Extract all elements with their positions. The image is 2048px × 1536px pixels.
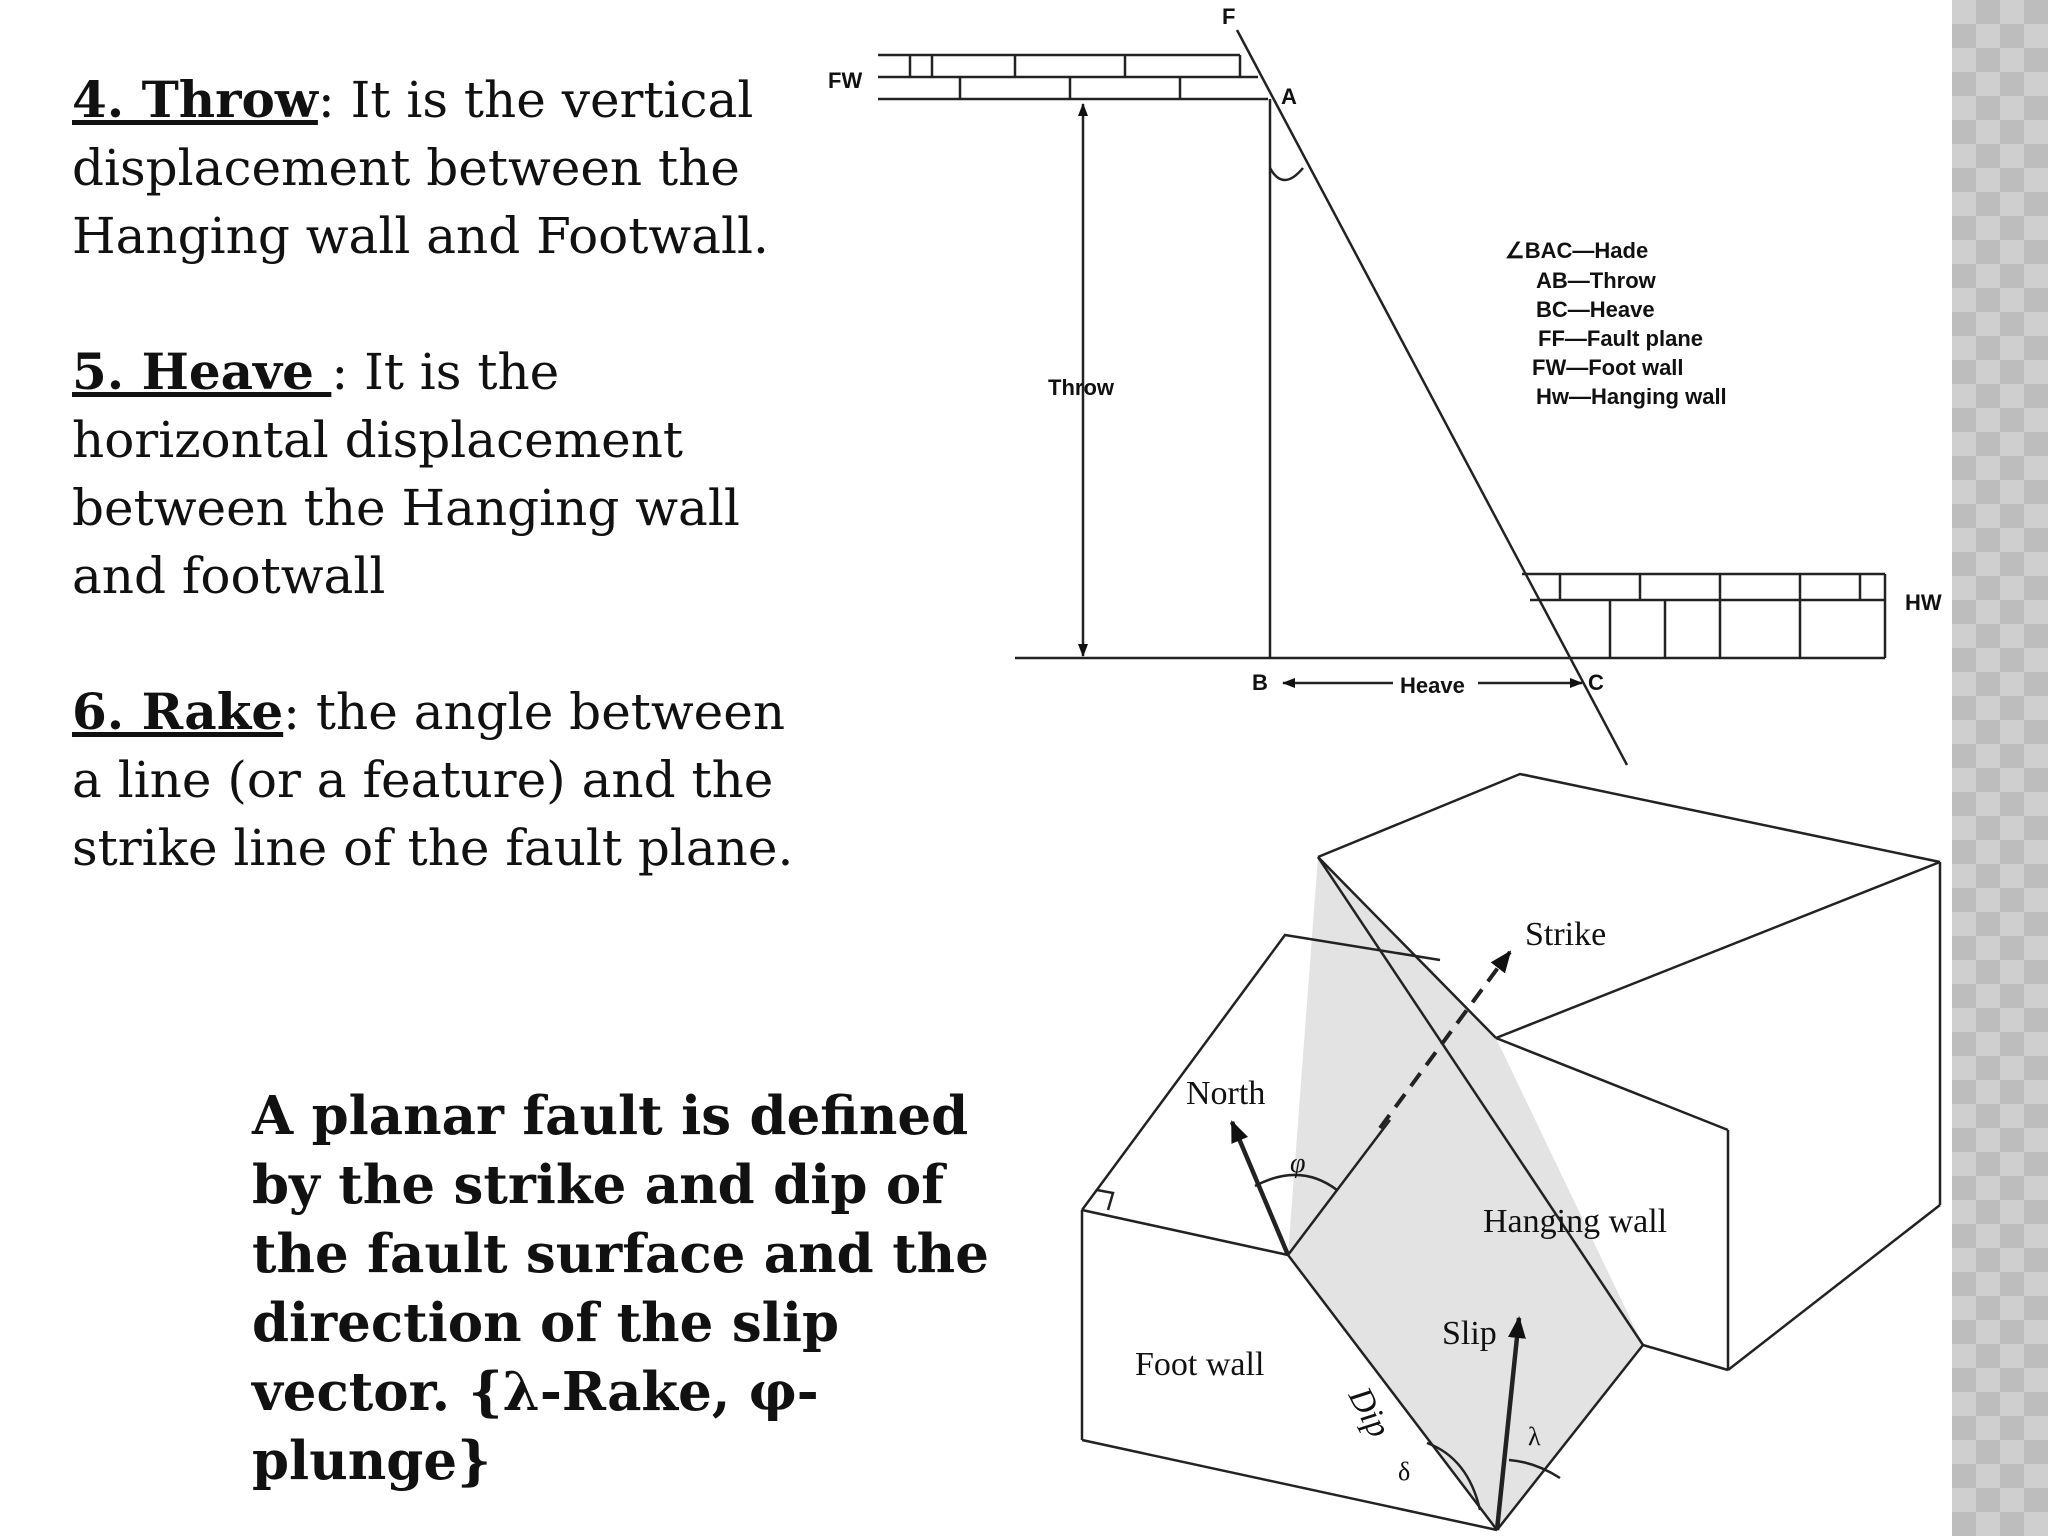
label-phi: φ <box>1290 1148 1306 1179</box>
label-hanging-wall: Hanging wall <box>1483 1203 1667 1240</box>
label-dip: Dip <box>1340 1381 1397 1444</box>
legend-hanging-wall: Hw—Hanging wall <box>1536 384 1727 409</box>
term-throw: 4. Throw <box>72 70 318 129</box>
label-delta: δ <box>1398 1457 1410 1486</box>
footwall-block <box>1080 933 1498 1532</box>
label-c: C <box>1588 670 1604 695</box>
footwall-bricks <box>878 53 1268 101</box>
north-arrow <box>1229 1120 1291 1256</box>
definitions-text: 4. Throw: It is the vertical displacemen… <box>72 66 812 950</box>
definition-rake-text: : the angle between a line (or a feature… <box>72 683 794 877</box>
legend-foot-wall: FW—Foot wall <box>1532 355 1684 380</box>
label-throw: Throw <box>1048 375 1115 400</box>
label-foot-wall: Foot wall <box>1135 1346 1264 1383</box>
hade-angle-arc <box>1268 167 1304 182</box>
definition-throw-text: : It is the vertical displacement betwee… <box>72 71 769 265</box>
label-heave: Heave <box>1400 673 1465 698</box>
legend-hade: ∠BAC—Hade <box>1505 238 1648 263</box>
dip-angle-arc <box>1426 1441 1482 1511</box>
planar-fault-summary: A planar fault is defined by the strike … <box>252 1085 989 1492</box>
label-lambda: λ <box>1528 1422 1541 1451</box>
fault-trace-bottom <box>1496 1344 1644 1531</box>
definition-heave-text: : It is the horizontal displacement betw… <box>72 343 740 605</box>
slip-arrow <box>1494 1316 1526 1531</box>
definition-throw: 4. Throw: It is the vertical displacemen… <box>72 66 812 270</box>
fault-plane-surface <box>1288 857 1643 1530</box>
hangingwall-bricks <box>1522 572 1887 658</box>
hangingwall-block <box>1317 772 1942 1372</box>
term-rake: 6. Rake <box>72 682 284 741</box>
legend-heave: BC—Heave <box>1536 297 1655 322</box>
label-fw: FW <box>828 68 862 93</box>
label-strike: Strike <box>1525 916 1606 953</box>
label-north: North <box>1186 1075 1265 1112</box>
fault-trace-top <box>1287 1119 1391 1256</box>
fault-trace-upper <box>1316 856 1645 1346</box>
fault-trace-lower <box>1287 1254 1498 1531</box>
legend-fault-plane: FF—Fault plane <box>1538 326 1703 351</box>
strike-direction-line <box>1378 963 1502 1130</box>
label-hw: HW <box>1905 590 1942 615</box>
legend-throw: AB—Throw <box>1536 268 1657 293</box>
phi-angle-arc <box>1254 1173 1338 1191</box>
label-slip: Slip <box>1442 1315 1497 1352</box>
definition-heave: 5. Heave : It is the horizontal displace… <box>72 338 812 610</box>
fault-plane-line <box>1235 29 1629 766</box>
label-b: B <box>1252 670 1268 695</box>
strike-arrow <box>1490 950 1512 974</box>
definition-rake: 6. Rake: the angle between a line (or a … <box>72 678 812 882</box>
label-a: A <box>1281 84 1297 109</box>
rake-angle-arc <box>1508 1458 1561 1480</box>
decorative-side-panel <box>1952 0 2048 1536</box>
term-heave: 5. Heave <box>72 342 332 401</box>
label-f: F <box>1222 4 1235 29</box>
